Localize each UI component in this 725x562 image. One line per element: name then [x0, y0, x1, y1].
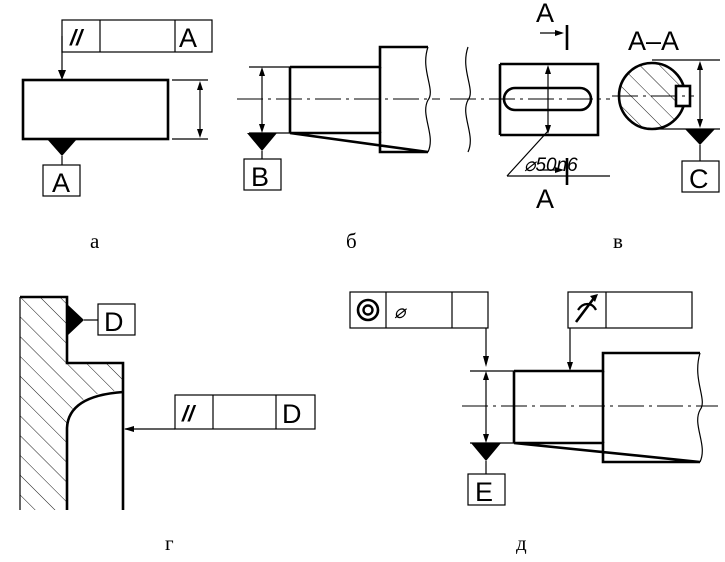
caption-a: а [90, 229, 100, 253]
figure-g: D // D г [19, 295, 316, 555]
caption-g: г [165, 531, 174, 555]
concentricity-frame [349, 291, 489, 329]
diameter-symbol: ⌀ [394, 302, 407, 323]
caption-d: д [516, 531, 527, 555]
runout-icon [574, 294, 598, 323]
figure-d: ⌀ E д [349, 291, 718, 555]
cut-label-top: A [536, 0, 554, 28]
datum-label-a: A [52, 168, 70, 198]
tolerance-frame-a [61, 19, 213, 53]
concentricity-icon [356, 298, 380, 322]
section-title: A–A [628, 26, 679, 56]
datum-triangle-e [471, 443, 501, 461]
datum-label-b: B [251, 162, 269, 192]
figure-v: A A ⌀50n6 A–A C в [450, 0, 720, 253]
cut-label-bottom: A [536, 184, 554, 214]
caption-v: в [613, 229, 623, 253]
part-a [21, 78, 170, 141]
datum-ref-a: A [179, 23, 197, 53]
datum-triangle-c [685, 129, 715, 145]
parallelism-symbol-g: // [181, 401, 197, 426]
datum-triangle-a [47, 139, 77, 156]
runout-frame [567, 291, 693, 329]
datum-label-d: D [104, 307, 124, 337]
datum-label-e: E [475, 477, 493, 507]
datum-label-c: C [689, 164, 709, 194]
datum-ref-d: D [282, 399, 302, 429]
tolerance-frame-g [174, 394, 316, 430]
parallelism-symbol: // [69, 25, 85, 50]
dimension-label: ⌀50n6 [524, 155, 578, 176]
datum-triangle-b [247, 133, 277, 151]
caption-b: б [346, 229, 357, 253]
figure-b: B б [237, 45, 440, 253]
figure-a: // A A а [21, 19, 213, 253]
datum-triangle-d [67, 304, 84, 336]
